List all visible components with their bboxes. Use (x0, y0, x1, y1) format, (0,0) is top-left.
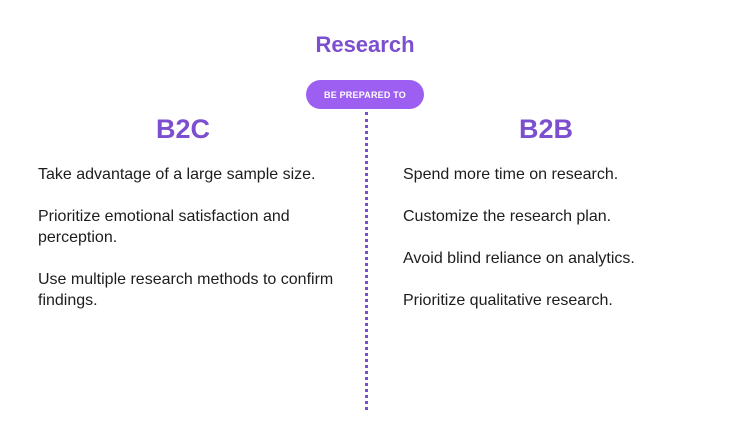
page-title: Research (315, 32, 415, 57)
be-prepared-badge: BE PREPARED TO (306, 80, 424, 109)
list-item: Customize the research plan. (403, 208, 612, 225)
b2c-list: Take advantage of a large sample size. P… (38, 164, 338, 332)
dotted-divider (365, 112, 368, 410)
list-item: Take advantage of a large sample size. (38, 166, 316, 183)
list-item: Spend more time on research. (403, 166, 619, 183)
list-item: Prioritize emotional satisfaction and pe… (38, 208, 290, 246)
b2b-heading: B2B (518, 114, 573, 144)
list-item: Prioritize qualitative research. (403, 292, 613, 309)
b2c-heading: B2C (155, 114, 210, 144)
b2b-list: Spend more time on research. Customize t… (403, 164, 703, 332)
list-item: Use multiple research methods to confirm… (38, 271, 334, 309)
list-item: Avoid blind reliance on analytics. (403, 250, 635, 267)
